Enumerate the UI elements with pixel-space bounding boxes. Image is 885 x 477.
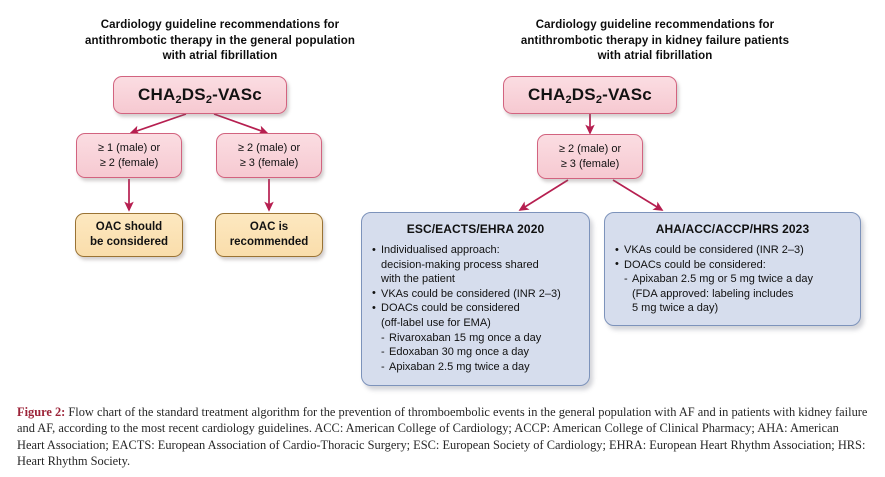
list-item: (off-label use for EMA)	[381, 316, 491, 329]
left-outcome-b-text: OAC is recommended	[216, 220, 322, 250]
list-item: Apixaban 2.5 mg twice a day	[372, 360, 579, 375]
left-outcome-a-text: OAC should be considered	[76, 220, 182, 250]
left-criteria-b-line-1: ≥ 2 (male) or	[237, 141, 301, 154]
right-criteria-text: ≥ 2 (male) or ≥ 3 (female)	[538, 142, 642, 172]
list-item: Edoxaban 30 mg once a day	[372, 345, 579, 360]
left-title-line-1: Cardiology guideline recommendations for	[100, 19, 340, 31]
left-chads-vasc-label: CHA2DS2-VASc	[138, 84, 262, 106]
left-criteria-a-line-1: ≥ 1 (male) or	[97, 141, 161, 154]
left-title-line-2: antithrombotic therapy in the general po…	[85, 34, 355, 47]
right-column-title: Cardiology guideline recommendations for…	[455, 18, 855, 65]
guideline-panel-esc-heading: ESC/EACTS/EHRA 2020	[406, 222, 545, 236]
list-item: Rivaroxaban 15 mg once a day	[372, 331, 579, 346]
left-criteria-node-b[interactable]: ≥ 2 (male) or ≥ 3 (female)	[216, 133, 322, 178]
list-item: VKAs could be considered (INR 2–3)	[372, 286, 579, 302]
list-item: DOACs could be considered	[372, 301, 579, 316]
left-outcome-node-a[interactable]: OAC should be considered	[75, 213, 183, 257]
list-item: 5 mg twice a day)	[632, 302, 719, 315]
right-title-line-1: Cardiology guideline recommendations for	[535, 19, 775, 31]
list-item: VKAs could be considered (INR 2–3)	[615, 243, 850, 258]
figure-caption-label: Figure 2:	[17, 405, 66, 419]
right-criteria-line-1: ≥ 2 (male) or	[558, 142, 622, 155]
left-chads-vasc-node[interactable]: CHA2DS2-VASc	[113, 76, 287, 114]
figure-caption: Figure 2: Flow chart of the standard tre…	[17, 404, 869, 470]
guideline-panel-esc[interactable]: ESC/EACTS/EHRA 2020 Individualised appro…	[361, 212, 590, 386]
left-criteria-a-line-2: ≥ 2 (female)	[99, 156, 159, 169]
right-chads-vasc-label: CHA2DS2-VASc	[528, 84, 652, 106]
figure-caption-text: Flow chart of the standard treatment alg…	[17, 405, 868, 469]
left-criteria-b-text: ≥ 2 (male) or ≥ 3 (female)	[217, 141, 321, 171]
guideline-panel-esc-body: Individualised approach: decision-making…	[372, 243, 579, 374]
left-outcome-a-line-1: OAC should	[95, 221, 163, 233]
left-title-line-3: with atrial fibrillation	[162, 50, 278, 62]
left-outcome-b-line-1: OAC is	[249, 221, 289, 233]
right-criteria-line-2: ≥ 3 (female)	[560, 157, 620, 170]
left-outcome-b-line-2: recommended	[229, 236, 309, 248]
list-item: Individualised approach:	[372, 243, 579, 258]
right-title-line-2: antithrombotic therapy in kidney failure…	[520, 34, 790, 47]
list-item: Apixaban 2.5 mg or 5 mg twice a day	[615, 272, 850, 287]
left-criteria-a-text: ≥ 1 (male) or ≥ 2 (female)	[77, 141, 181, 171]
left-outcome-a-line-2: be considered	[90, 236, 168, 248]
list-item: (FDA approved: labeling includes	[632, 287, 794, 300]
right-title-line-3: with atrial fibrillation	[597, 50, 713, 62]
right-chads-vasc-node[interactable]: CHA2DS2-VASc	[503, 76, 677, 114]
guideline-panel-aha-heading: AHA/ACC/ACCP/HRS 2023	[655, 222, 810, 236]
left-criteria-node-a[interactable]: ≥ 1 (male) or ≥ 2 (female)	[76, 133, 182, 178]
list-item: decision-making process shared	[381, 258, 539, 271]
left-column-title: Cardiology guideline recommendations for…	[30, 18, 410, 65]
guideline-panel-aha[interactable]: AHA/ACC/ACCP/HRS 2023 VKAs could be cons…	[604, 212, 861, 326]
list-item: with the patient	[381, 273, 455, 286]
left-criteria-b-line-2: ≥ 3 (female)	[239, 156, 299, 169]
left-outcome-node-b[interactable]: OAC is recommended	[215, 213, 323, 257]
guideline-panel-aha-body: VKAs could be considered (INR 2–3) DOACs…	[615, 243, 850, 316]
right-criteria-node[interactable]: ≥ 2 (male) or ≥ 3 (female)	[537, 134, 643, 179]
list-item: DOACs could be considered:	[615, 257, 850, 273]
